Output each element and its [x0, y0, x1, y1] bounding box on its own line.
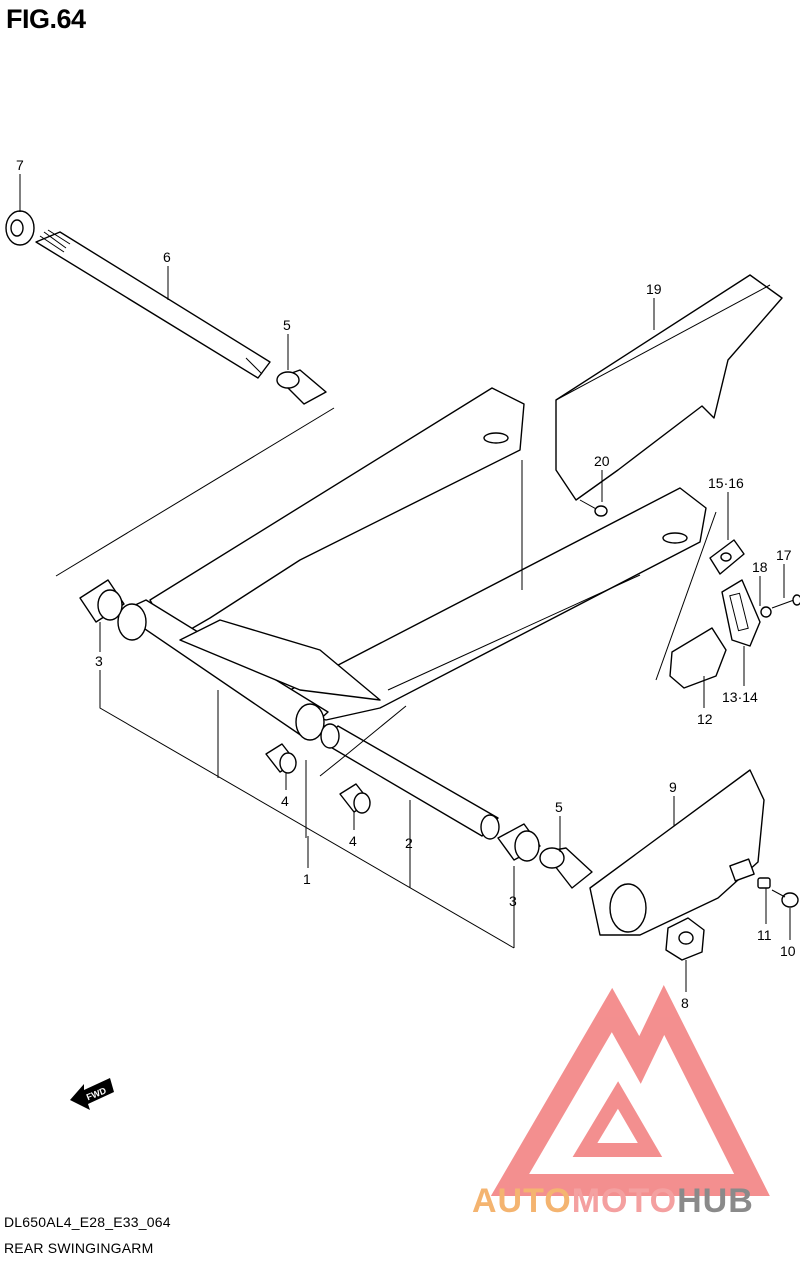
part-12-bracket	[669, 627, 727, 689]
callout-13-14: 13·14	[722, 689, 758, 705]
figure-title: FIG.64	[6, 4, 86, 34]
part-17-bolt	[771, 594, 800, 609]
part-19-chain-case	[555, 274, 783, 501]
part-15-16-pad	[709, 539, 745, 575]
callout-11: 11	[757, 927, 772, 943]
watermark-part-auto: AUTO	[472, 1182, 572, 1220]
callout-3-right: 3	[509, 893, 517, 909]
callout-20: 20	[594, 453, 610, 469]
callout-2: 2	[405, 835, 413, 851]
part-10-bolt	[771, 889, 799, 908]
part-4-bearing-a	[265, 743, 297, 774]
callout-10: 10	[780, 943, 796, 959]
callout-18: 18	[752, 559, 768, 575]
callout-5-lower: 5	[555, 799, 563, 815]
watermark-mark	[490, 985, 770, 1196]
watermark-wordmark: AUTOMOTOHUB	[472, 1182, 754, 1221]
callout-9: 9	[669, 779, 677, 795]
part-3-bearing-left	[79, 579, 125, 623]
leader-lines	[19, 174, 791, 992]
part-9-chain-buffer	[589, 769, 765, 936]
part-2-spacer-tube	[320, 723, 500, 840]
callout-7: 7	[16, 157, 24, 173]
part-5-collar-upper	[276, 369, 327, 405]
part-11-collar	[757, 877, 771, 889]
watermark-part-hub: HUB	[677, 1182, 754, 1220]
callout-15-16: 15·16	[708, 475, 744, 491]
part-6-pivot-shaft	[35, 229, 271, 379]
part-1-swingarm-frame	[117, 387, 707, 741]
callout-17: 17	[776, 547, 792, 563]
callout-4-a: 4	[281, 793, 289, 809]
part-3-bearing-right	[497, 823, 541, 862]
part-13-14-adjuster	[721, 579, 761, 647]
watermark-part-moto: MOTO	[571, 1182, 678, 1220]
callout-8: 8	[681, 995, 689, 1011]
callout-5: 5	[283, 317, 291, 333]
part-5-collar-lower	[539, 847, 593, 889]
part-8-nut	[665, 917, 705, 961]
diagram-code: DL650AL4_E28_E33_064	[4, 1214, 171, 1230]
callout-19: 19	[646, 281, 662, 297]
callout-12: 12	[697, 711, 713, 727]
part-20-bolt	[579, 499, 608, 517]
callout-labels: 7 6 5 19 20 15·16 17 18 3 13·14 12 4 4 2…	[16, 157, 796, 1011]
part-7-nut	[5, 210, 35, 246]
callout-6: 6	[163, 249, 171, 265]
callout-1: 1	[303, 871, 311, 887]
diagram-caption: REAR SWINGINGARM	[4, 1240, 154, 1256]
callout-4-b: 4	[349, 833, 357, 849]
part-4-bearing-b	[339, 783, 371, 814]
fwd-arrow-icon: FWD	[70, 1078, 114, 1110]
reference-lines	[55, 407, 717, 949]
callout-3: 3	[95, 653, 103, 669]
part-18-washer	[760, 606, 772, 618]
